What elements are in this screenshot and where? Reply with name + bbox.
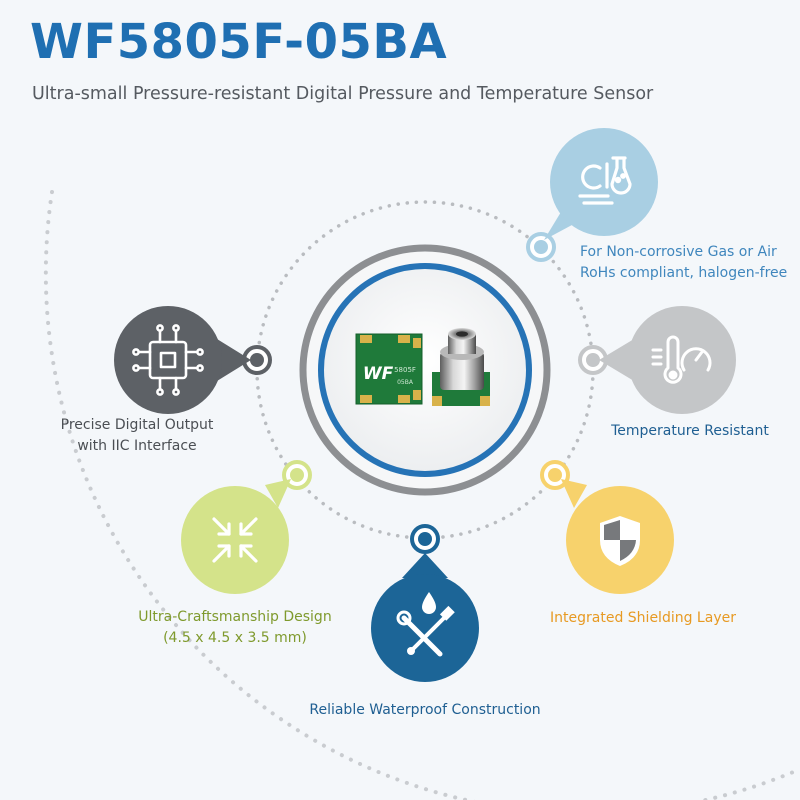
label-digital: Precise Digital Output with IIC Interfac…	[28, 415, 246, 457]
label-design-line2: (4.5 x 4.5 x 3.5 mm)	[163, 630, 307, 646]
label-shielding: Integrated Shielding Layer	[538, 608, 748, 629]
compress-arrows-icon	[212, 517, 258, 563]
chip-logo: WF	[363, 364, 394, 384]
sensor-metal-cap	[432, 328, 490, 406]
page-subtitle: Ultra-small Pressure-resistant Digital P…	[32, 84, 654, 104]
sensor-chip-pcb: WF 5805F 05BA	[355, 333, 423, 405]
label-temperature-line1: Temperature Resistant	[611, 423, 769, 439]
feature-digital	[114, 306, 272, 414]
page-title: WF5805F-05BA	[30, 14, 448, 70]
gas-flask-icon	[578, 156, 632, 205]
feature-design	[181, 460, 312, 594]
feature-gas	[526, 128, 658, 262]
label-temperature: Temperature Resistant	[600, 421, 780, 442]
label-gas: For Non-corrosive Gas or Air RoHs compli…	[580, 242, 795, 284]
waterproof-bubble	[371, 574, 479, 682]
digital-bubble	[114, 306, 222, 414]
chip-marking-line2: 05BA	[397, 379, 414, 386]
label-waterproof-line1: Reliable Waterproof Construction	[309, 702, 541, 718]
feature-temperature	[578, 306, 736, 414]
chip-marking-line1: 5805F	[394, 366, 416, 374]
label-shielding-line1: Integrated Shielding Layer	[550, 610, 736, 626]
label-digital-line2: with IIC Interface	[77, 438, 197, 454]
thermometer-gauge-icon	[651, 335, 712, 384]
label-digital-line1: Precise Digital Output	[60, 417, 214, 433]
product-center: WF 5805F 05BA	[299, 244, 551, 496]
feature-waterproof	[371, 524, 479, 682]
design-bubble	[181, 486, 289, 594]
label-waterproof: Reliable Waterproof Construction	[292, 700, 558, 721]
feature-shielding	[540, 460, 674, 594]
outer-dotted-arc	[43, 190, 800, 800]
label-design: Ultra-Craftsmanship Design (4.5 x 4.5 x …	[120, 607, 350, 649]
chip-circuit-icon	[132, 324, 204, 396]
label-gas-line1: For Non-corrosive Gas or Air	[580, 244, 777, 260]
gas-bubble	[550, 128, 658, 236]
label-design-line1: Ultra-Craftsmanship Design	[138, 609, 332, 625]
label-gas-line2: RoHs compliant, halogen-free	[580, 265, 788, 281]
water-tools-icon	[396, 592, 455, 657]
shield-icon	[600, 516, 640, 566]
